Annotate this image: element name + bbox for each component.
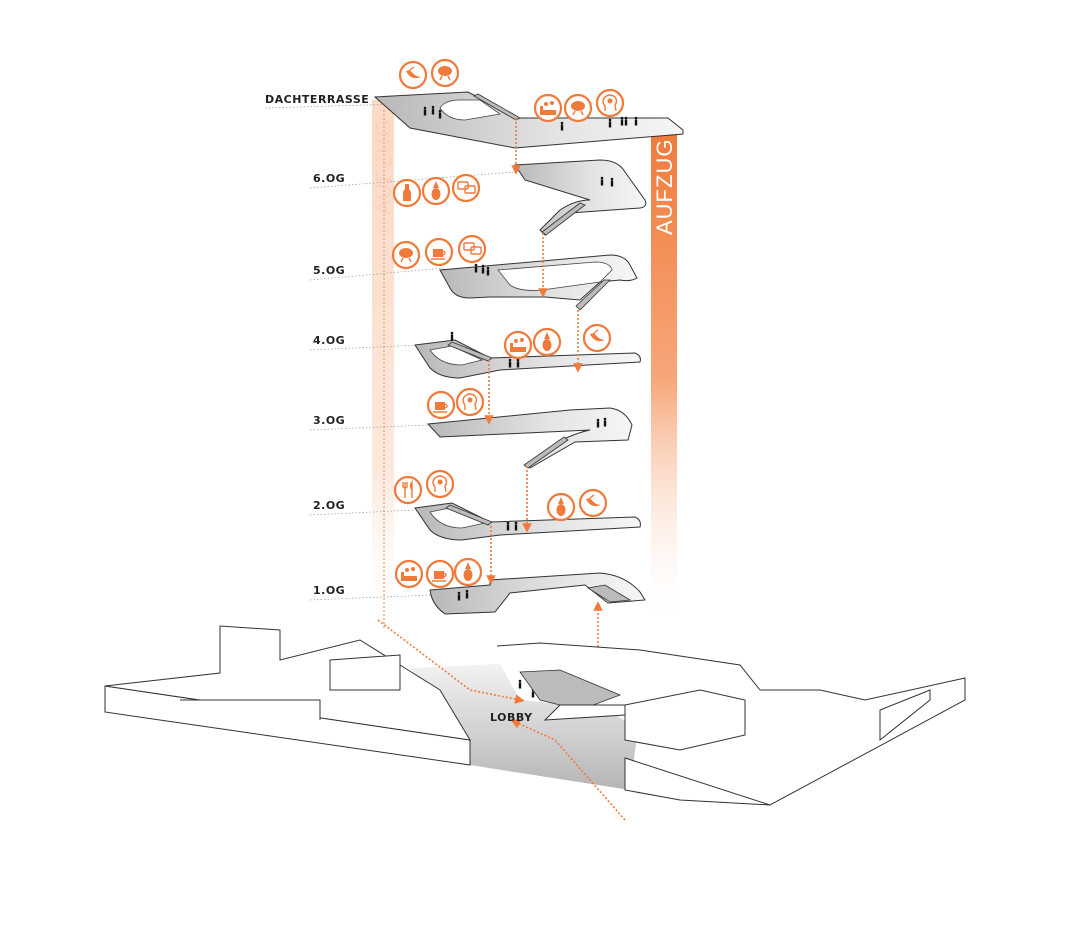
person-figure — [431, 105, 435, 115]
person-figure — [624, 116, 628, 126]
elevator-label-right: AUFZUG — [652, 139, 677, 235]
floor-label-4og: 4.OG — [313, 334, 345, 347]
coffee-icon — [425, 559, 455, 589]
elevator-shaft-right: AUFZUG — [651, 130, 677, 630]
lounge-icon — [503, 330, 533, 360]
lobby-label: LOBBY — [490, 711, 533, 724]
level-guides — [264, 103, 516, 601]
bottle-icon — [392, 178, 422, 208]
person-figure — [514, 521, 518, 531]
brain-icon — [563, 93, 593, 123]
person-figure — [486, 266, 490, 276]
floor-label-6og: 6.OG — [313, 172, 345, 185]
idea-head-icon — [595, 88, 625, 118]
person-figure — [465, 589, 469, 599]
ground-floor-plan: LOBBY — [104, 619, 966, 821]
circulation-arrows — [484, 118, 603, 675]
chat-icon — [451, 173, 481, 203]
person-figure — [423, 106, 427, 116]
idea-head-icon — [425, 469, 455, 499]
person-figure — [508, 358, 512, 368]
banana-icon — [398, 60, 428, 90]
brain-icon — [391, 240, 421, 270]
person-figure — [518, 679, 522, 689]
banana-icon — [578, 488, 608, 518]
banana-icon — [582, 323, 612, 353]
amenity-icons — [391, 58, 625, 589]
floor-label-1og: 1.OG — [313, 584, 345, 597]
person-figure — [481, 264, 485, 274]
pineapple-icon — [546, 492, 576, 522]
brain-icon — [430, 58, 460, 88]
person-figure — [438, 109, 442, 119]
chat-icon — [457, 234, 487, 264]
person-figure — [603, 417, 607, 427]
pineapple-icon — [532, 327, 562, 357]
coffee-icon — [426, 390, 456, 420]
person-figure — [608, 118, 612, 128]
person-figure — [457, 591, 461, 601]
floor-labels: DACHTERRASSE 6.OG 5.OG 4.OG 3.OG 2.OG 1.… — [265, 93, 369, 597]
floor-slabs — [373, 91, 684, 615]
person-figure — [560, 121, 564, 131]
floor-label-5og: 5.OG — [313, 264, 345, 277]
cutlery-icon — [393, 475, 423, 505]
lounge-icon — [394, 559, 424, 589]
slab-3og — [426, 407, 633, 469]
floor-label-3og: 3.OG — [313, 414, 345, 427]
person-figure — [474, 263, 478, 273]
pineapple-icon — [421, 176, 451, 206]
pineapple-icon — [453, 557, 483, 587]
slab-6og — [514, 159, 647, 236]
coffee-icon — [424, 237, 454, 267]
slab-2og — [414, 502, 641, 541]
floor-label-dachterrasse: DACHTERRASSE — [265, 93, 369, 106]
elevator-shaft-left: AUFZUG — [371, 100, 396, 630]
person-figure — [450, 331, 454, 341]
person-figure — [600, 176, 604, 186]
floor-label-2og: 2.OG — [313, 499, 345, 512]
idea-head-icon — [455, 387, 485, 417]
lounge-icon — [533, 93, 563, 123]
person-figure — [620, 116, 624, 126]
person-figure — [516, 358, 520, 368]
person-figure — [610, 177, 614, 187]
slab-1og — [429, 572, 646, 615]
person-figure — [506, 521, 510, 531]
person-figure — [596, 418, 600, 428]
person-figure — [634, 116, 638, 126]
